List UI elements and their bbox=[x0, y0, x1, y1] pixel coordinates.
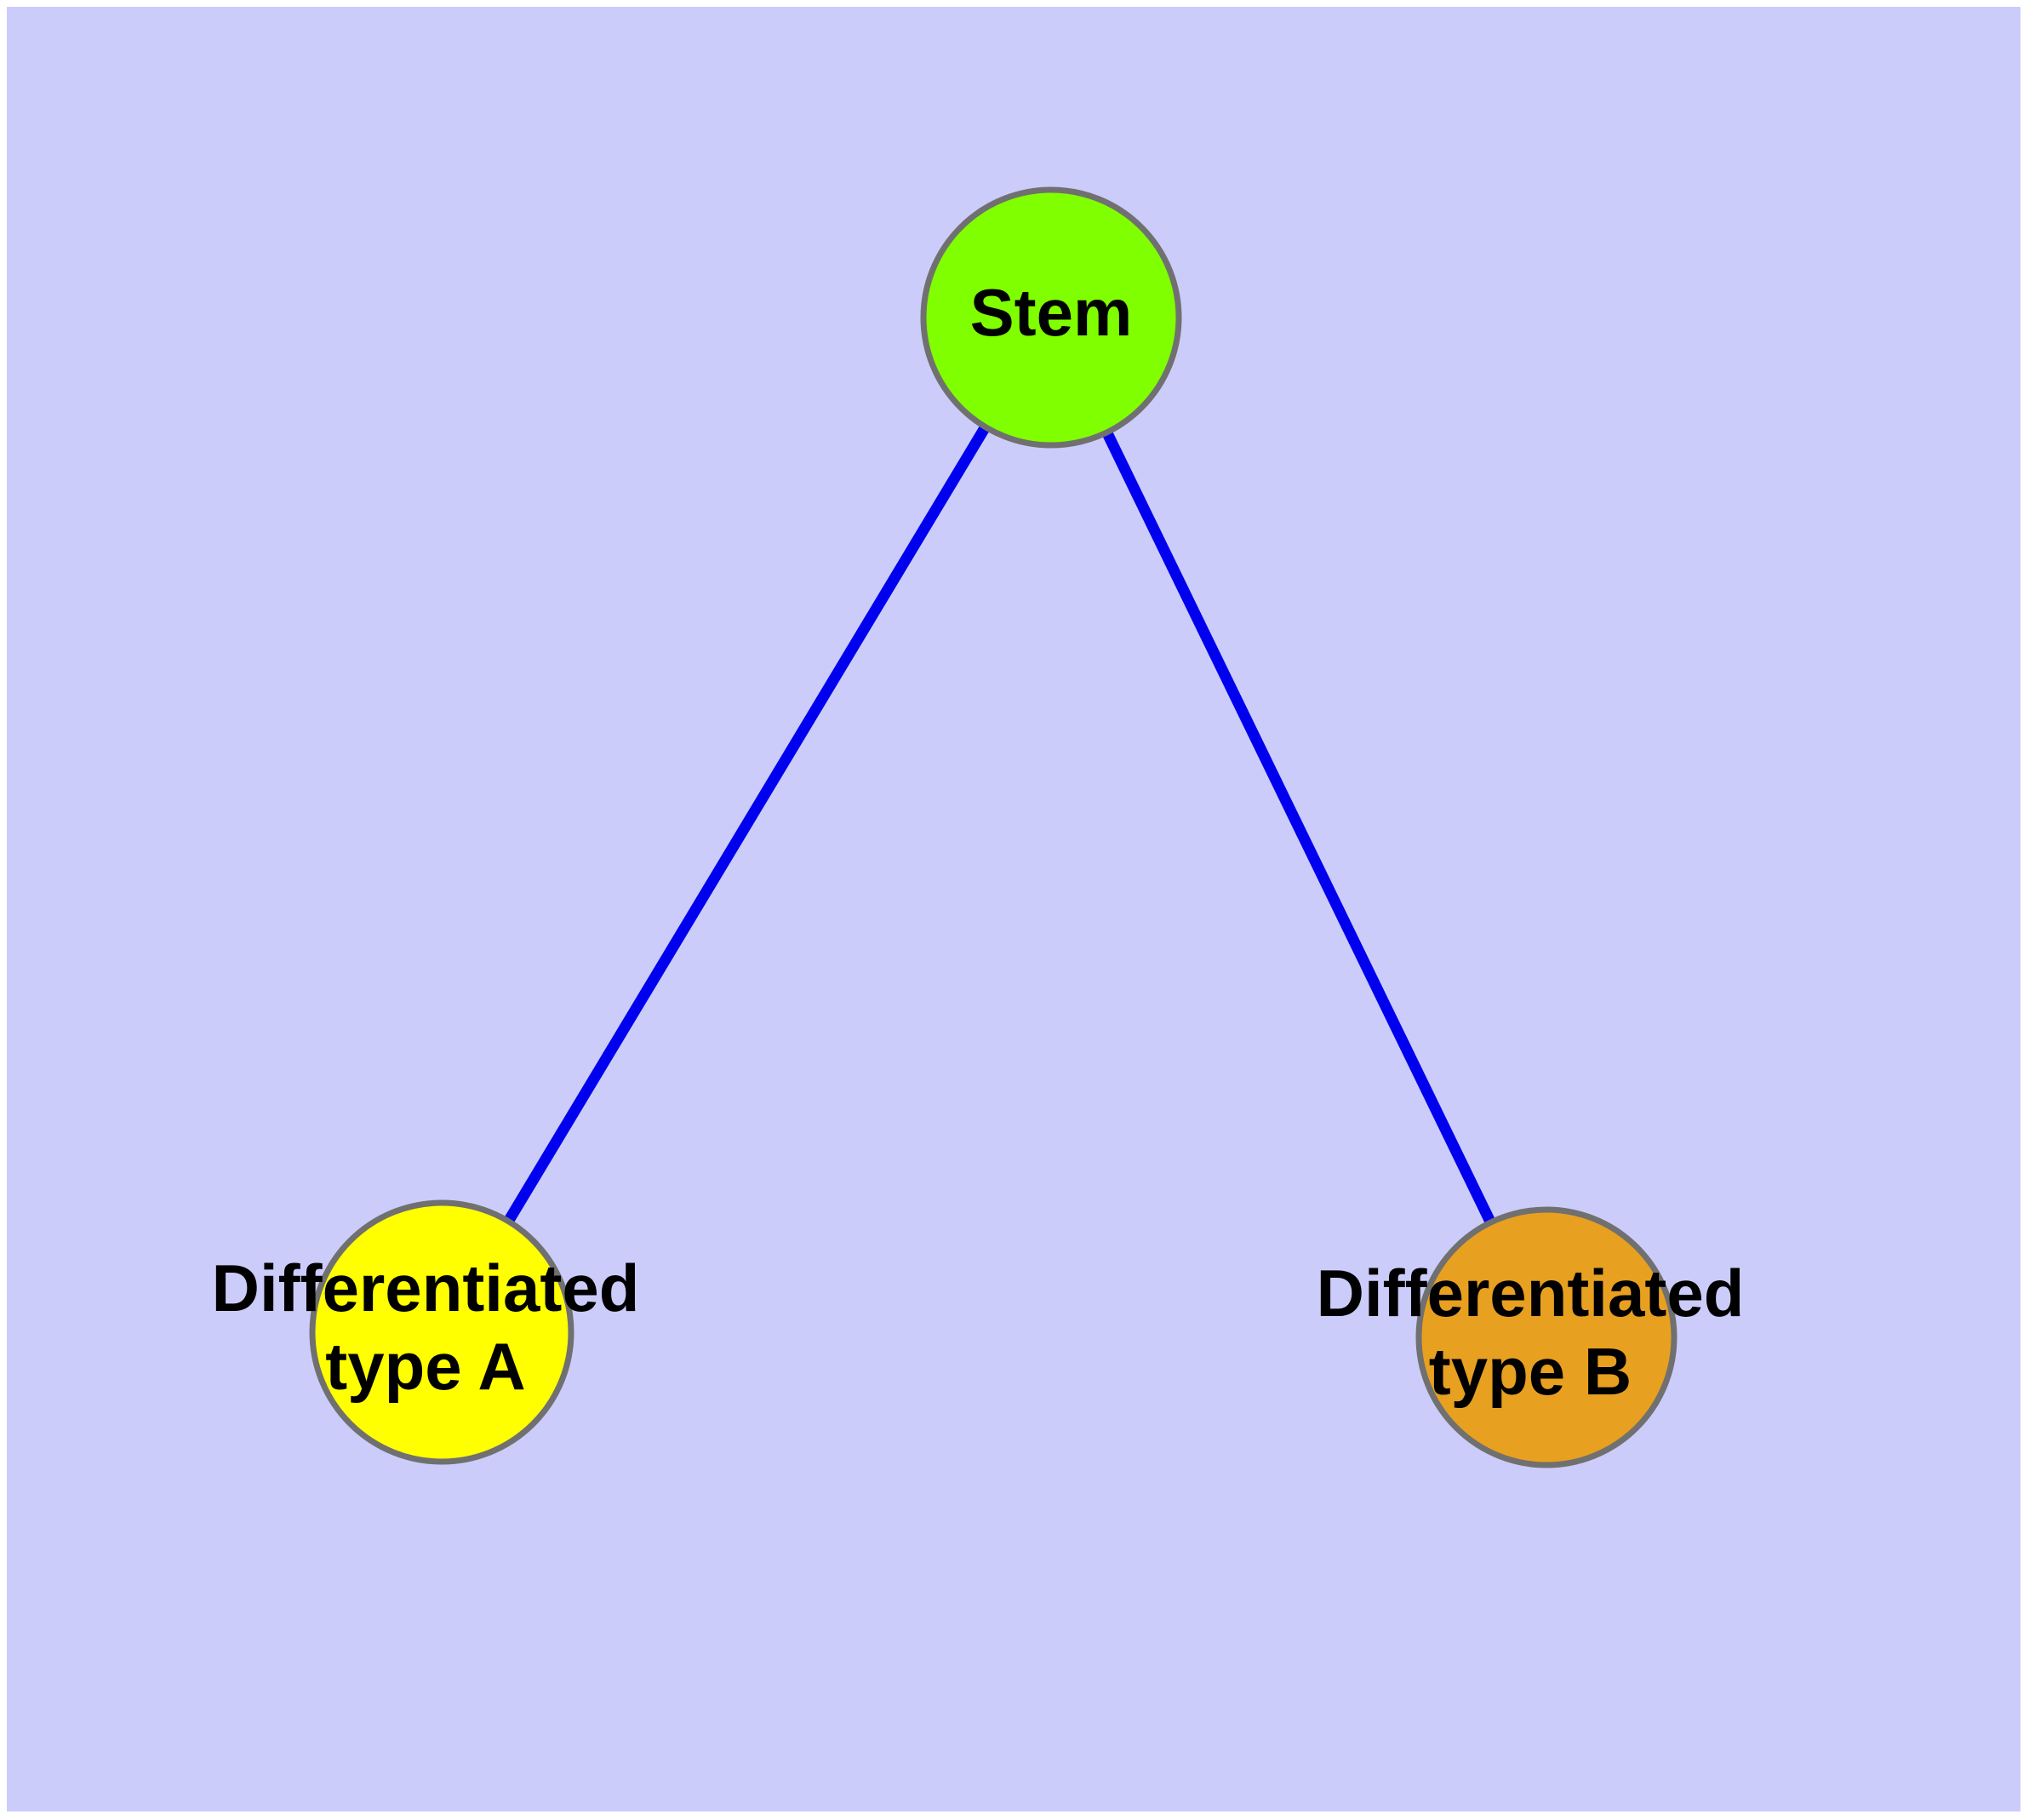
graph-node-stem[interactable] bbox=[920, 186, 1182, 449]
label-line: Differentiated bbox=[1317, 1256, 1745, 1331]
graph-node-diff_a[interactable] bbox=[309, 1199, 574, 1465]
label-line: type A bbox=[325, 1329, 526, 1404]
graph-node-diff_b[interactable] bbox=[1415, 1206, 1677, 1468]
label-line: Stem bbox=[970, 275, 1133, 350]
label-line: type B bbox=[1429, 1334, 1632, 1409]
graph-edge-stem-to-a bbox=[502, 422, 992, 1226]
nodes-layer bbox=[309, 186, 1677, 1468]
label-line: Differentiated bbox=[212, 1251, 640, 1325]
edges-layer bbox=[502, 422, 1497, 1227]
graph-edge-stem-to-b bbox=[1100, 428, 1497, 1227]
graph-node-label-stem: Stem bbox=[970, 275, 1133, 350]
